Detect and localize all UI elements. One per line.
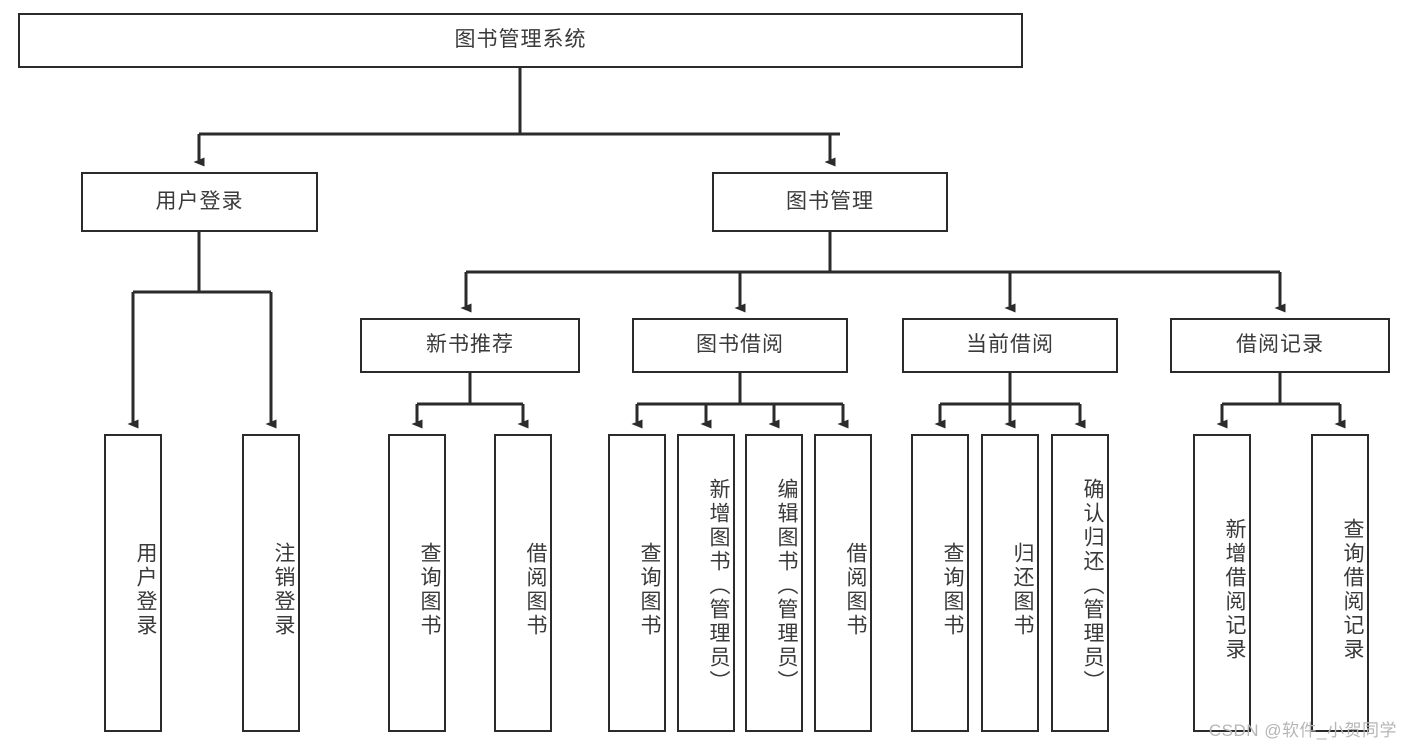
leaf-query-borrow-record[interactable]: 查询借阅记录	[1311, 434, 1369, 732]
leaf-borrow-book-recommend-label: 借阅图书	[524, 542, 547, 638]
node-borrow-record[interactable]: 借阅记录	[1170, 318, 1390, 373]
node-root[interactable]: 图书管理系统	[18, 13, 1023, 68]
leaf-user-login-label: 用户登录	[134, 542, 157, 638]
node-user-login-label: 用户登录	[155, 189, 244, 213]
leaf-add-borrow-record[interactable]: 新增借阅记录	[1193, 434, 1251, 732]
node-current-borrow[interactable]: 当前借阅	[902, 318, 1118, 373]
leaf-query-book-recommend[interactable]: 查询图书	[388, 434, 446, 732]
leaf-logout-label: 注销登录	[272, 542, 295, 638]
node-new-book-recommend-label: 新书推荐	[426, 333, 514, 357]
node-new-book-recommend[interactable]: 新书推荐	[360, 318, 580, 373]
leaf-add-borrow-record-label: 新增借阅记录	[1223, 518, 1246, 662]
leaf-query-borrow-record-label: 查询借阅记录	[1341, 518, 1364, 662]
leaf-query-book-borrow-label: 查询图书	[638, 542, 661, 638]
node-user-login[interactable]: 用户登录	[81, 172, 318, 232]
leaf-add-book-admin-label: 新增图书（管理员）	[707, 478, 730, 694]
node-book-borrow[interactable]: 图书借阅	[632, 318, 848, 373]
leaf-query-book-current-label: 查询图书	[941, 542, 964, 638]
leaf-return-book-label: 归还图书	[1011, 542, 1034, 638]
leaf-confirm-return-admin-label: 确认归还（管理员）	[1081, 478, 1104, 694]
leaf-query-book-borrow[interactable]: 查询图书	[608, 434, 666, 732]
leaf-confirm-return-admin[interactable]: 确认归还（管理员）	[1051, 434, 1109, 732]
leaf-borrow-book-recommend[interactable]: 借阅图书	[494, 434, 552, 732]
leaf-logout[interactable]: 注销登录	[242, 434, 300, 732]
leaf-edit-book-admin[interactable]: 编辑图书（管理员）	[745, 434, 803, 732]
node-book-management[interactable]: 图书管理	[712, 172, 948, 232]
watermark: CSDN @软件_小贺同学	[1208, 721, 1397, 740]
leaf-query-book-current[interactable]: 查询图书	[911, 434, 969, 732]
node-book-management-label: 图书管理	[786, 189, 874, 213]
leaf-edit-book-admin-label: 编辑图书（管理员）	[775, 478, 798, 694]
leaf-user-login[interactable]: 用户登录	[104, 434, 162, 732]
node-current-borrow-label: 当前借阅	[966, 333, 1054, 357]
leaf-borrow-book-label: 借阅图书	[844, 542, 867, 638]
node-borrow-record-label: 借阅记录	[1236, 333, 1324, 357]
node-root-label: 图书管理系统	[454, 28, 587, 52]
leaf-return-book[interactable]: 归还图书	[981, 434, 1039, 732]
node-book-borrow-label: 图书借阅	[696, 333, 784, 357]
leaf-query-book-recommend-label: 查询图书	[418, 542, 441, 638]
leaf-borrow-book[interactable]: 借阅图书	[814, 434, 872, 732]
leaf-add-book-admin[interactable]: 新增图书（管理员）	[677, 434, 735, 732]
